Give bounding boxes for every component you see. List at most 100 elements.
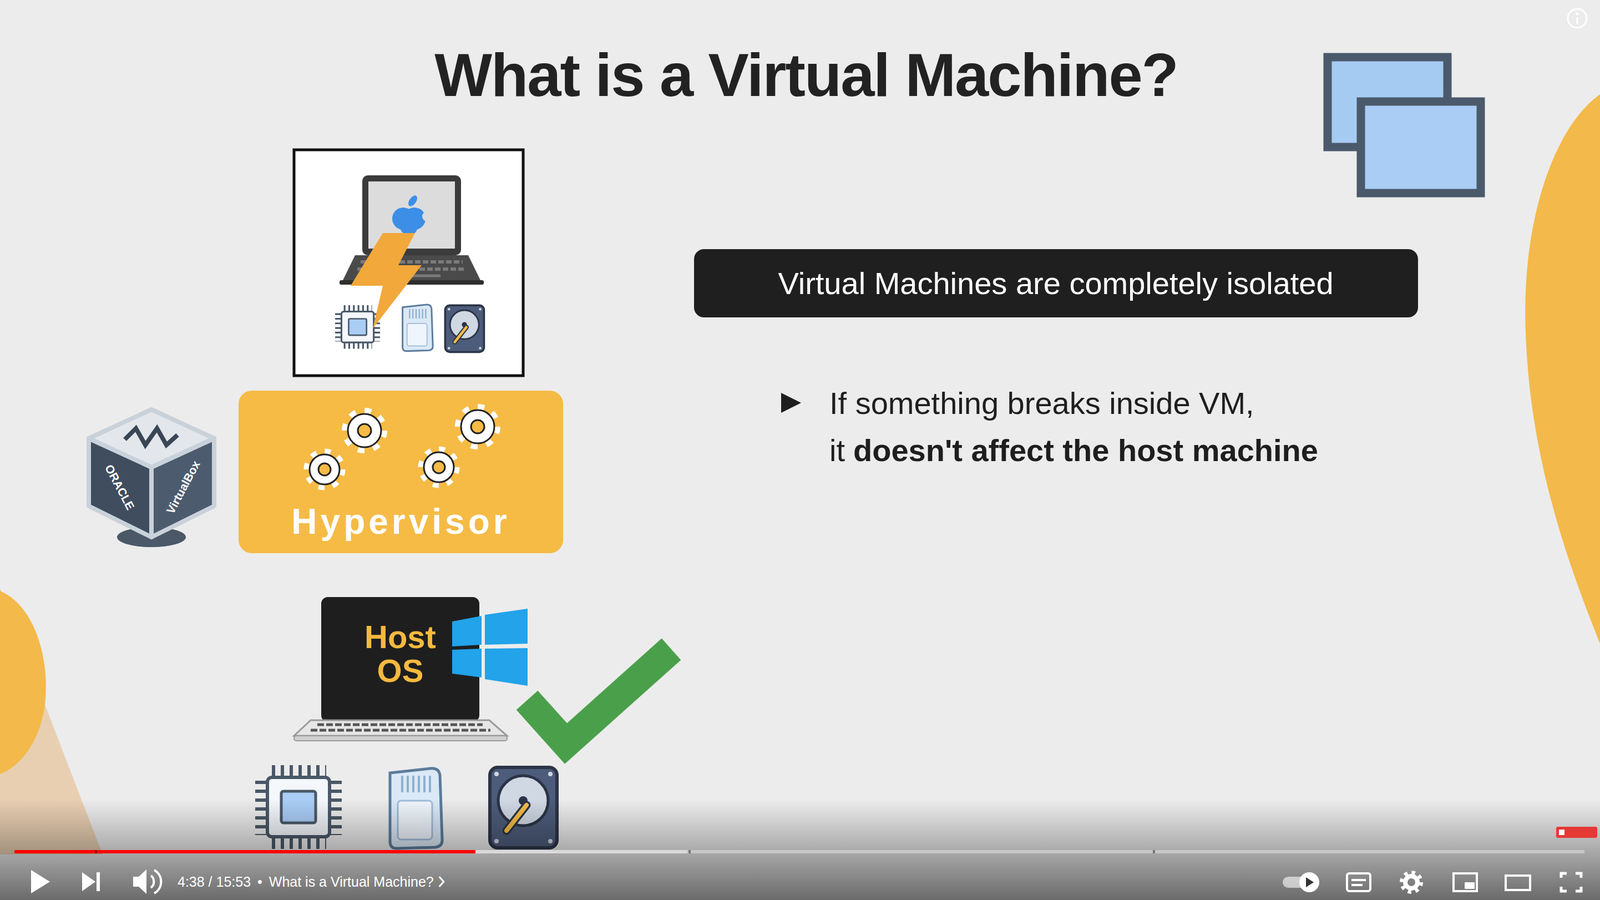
apple-logo bbox=[400, 217, 418, 236]
vm-picture bbox=[294, 149, 524, 376]
volume-button bbox=[133, 869, 147, 894]
chapter-gap bbox=[94, 849, 98, 854]
gear-icon bbox=[422, 450, 456, 484]
hypervisor-label: Hypervisor bbox=[291, 502, 510, 541]
volume-button bbox=[133, 869, 161, 894]
bullet-triangle bbox=[781, 392, 802, 413]
theater-button bbox=[1505, 875, 1531, 890]
host-laptop bbox=[317, 723, 483, 727]
gear-icon bbox=[309, 454, 340, 485]
gear-icon bbox=[347, 413, 382, 448]
captions-button bbox=[1347, 873, 1371, 891]
info-icon bbox=[1567, 8, 1587, 28]
volume-button bbox=[150, 875, 154, 888]
virtualbox-cube bbox=[124, 428, 178, 445]
miniplayer-button bbox=[1464, 882, 1475, 889]
subscribe-watermark bbox=[1558, 829, 1565, 835]
miniplayer-button bbox=[1453, 873, 1477, 891]
memory-card-icon bbox=[402, 304, 434, 352]
hard-disk-icon bbox=[444, 305, 484, 352]
lightning-bolt bbox=[350, 233, 422, 329]
autoplay-toggle bbox=[1299, 872, 1320, 893]
orange-blob bbox=[0, 590, 47, 774]
hypervisor-panel bbox=[238, 390, 564, 554]
time-display: 4:38 / 15:53 bbox=[177, 873, 251, 890]
background-shapes bbox=[0, 94, 1600, 855]
settings-button bbox=[1401, 872, 1421, 892]
apple-logo bbox=[422, 211, 433, 222]
player-info-row: 4:38 / 15:53 • What is a Virtual Machine? bbox=[177, 873, 434, 890]
title-holder: What is a Virtual Machine? bbox=[434, 39, 1178, 111]
gear-icon bbox=[357, 423, 372, 438]
fullscreen-button bbox=[1561, 873, 1582, 891]
host-laptop bbox=[310, 728, 491, 732]
miniplayer-button bbox=[1453, 873, 1477, 891]
gear-icon bbox=[307, 452, 342, 486]
autoplay-toggle bbox=[1282, 872, 1320, 893]
slide-title: What is a Virtual Machine? bbox=[434, 39, 1178, 111]
host-os-screen: Host OS bbox=[321, 596, 480, 717]
gear-icon bbox=[307, 452, 342, 486]
gear-icon bbox=[471, 419, 485, 434]
play-button bbox=[31, 869, 50, 894]
info-icon bbox=[1567, 8, 1587, 28]
separator-dot: • bbox=[257, 873, 263, 890]
control-shade bbox=[0, 798, 1600, 900]
captions-button bbox=[1351, 878, 1366, 881]
apple-logo bbox=[406, 194, 419, 209]
captions-button bbox=[1347, 873, 1371, 891]
chapter-chevron bbox=[439, 876, 444, 887]
bullet-emphasis: doesn't affect the host machine bbox=[853, 431, 1319, 469]
chapter-gap bbox=[1152, 849, 1156, 854]
windows-logo bbox=[484, 647, 528, 686]
bullet-text: it bbox=[829, 431, 845, 469]
statement-box: Virtual Machines are completely isolated bbox=[694, 249, 1419, 318]
virtualbox-cube bbox=[88, 409, 215, 468]
info-icon bbox=[1576, 12, 1579, 16]
windows-logo bbox=[484, 608, 528, 645]
chapter-gap bbox=[688, 849, 691, 854]
orange-blob bbox=[1525, 94, 1600, 644]
progress-played bbox=[14, 849, 476, 854]
gear-icon bbox=[459, 408, 496, 445]
gear-icon bbox=[432, 461, 445, 474]
bullet-text-holder: If something breaks inside VM, bbox=[829, 384, 1255, 422]
bullet-line: itdoesn't affect the host machine bbox=[829, 431, 1319, 469]
windows-icon bbox=[1327, 57, 1481, 194]
hypervisor-box: Hypervisor bbox=[238, 390, 564, 554]
next-button bbox=[82, 872, 96, 891]
host-laptop bbox=[294, 735, 508, 741]
check-mark bbox=[527, 649, 672, 744]
subscribe-watermark bbox=[1556, 826, 1598, 838]
gear-icon bbox=[423, 452, 454, 483]
player-controls bbox=[0, 798, 1600, 900]
host-laptop bbox=[294, 596, 508, 741]
next-button bbox=[82, 872, 100, 891]
windows-logo bbox=[452, 608, 528, 686]
windows-logo bbox=[452, 648, 482, 678]
gear-icon bbox=[461, 409, 495, 444]
volume-button bbox=[154, 869, 161, 894]
hypervisor-panel bbox=[238, 390, 564, 554]
bullet-text: If something breaks inside VM, bbox=[829, 384, 1255, 422]
gear-icon bbox=[346, 412, 383, 449]
cpu-icon bbox=[338, 308, 378, 346]
info-icon bbox=[1576, 17, 1579, 24]
vm-picture bbox=[294, 149, 524, 376]
chapter-title: What is a Virtual Machine? bbox=[269, 873, 434, 890]
statement-text: Virtual Machines are completely isolated bbox=[777, 264, 1334, 302]
virtualbox-cube bbox=[88, 409, 215, 548]
gear-icon bbox=[422, 450, 456, 484]
settings-button bbox=[1405, 876, 1418, 889]
windows-icon bbox=[1360, 101, 1481, 194]
autoplay-toggle bbox=[1305, 877, 1314, 888]
apple-logo bbox=[392, 194, 433, 236]
captions-button bbox=[1351, 883, 1363, 886]
windows-logo bbox=[452, 615, 482, 647]
host-laptop bbox=[294, 720, 508, 736]
progress-track bbox=[14, 849, 1585, 854]
